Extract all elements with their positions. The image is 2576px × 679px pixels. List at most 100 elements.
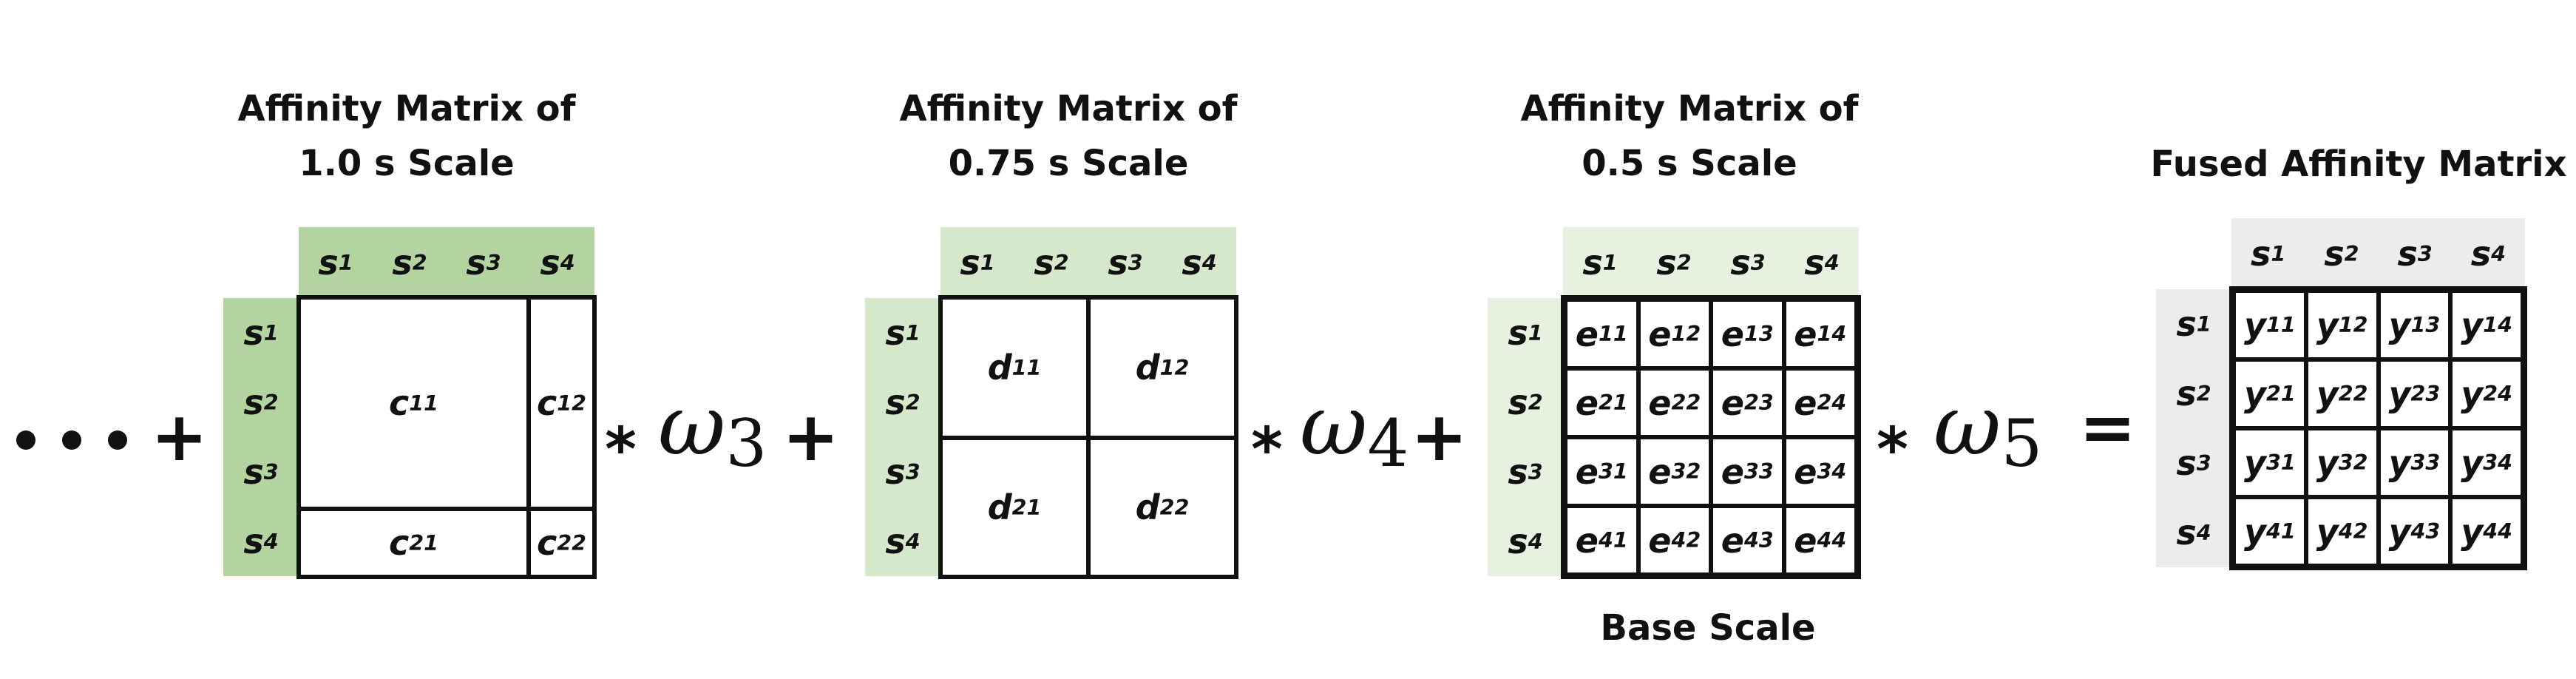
weight-omega3: ω3 [658,378,767,482]
weight-omega5: ω5 [1933,378,2043,482]
equals-operator: = [2079,388,2137,467]
matrix1-title: Affinity Matrix of 1.0 s Scale [207,81,606,191]
times-operator-1: * [605,415,637,485]
matrix1-title-line2: 1.0 s Scale [299,143,515,184]
plus-operator-2: + [1411,397,1468,476]
times-operator-2: * [1251,415,1283,485]
plus-operator-1: + [782,397,840,476]
matrix2-title: Affinity Matrix of 0.75 s Scale [869,81,1268,191]
times-operator-3: * [1877,415,1908,485]
ellipsis-symbol [16,414,127,466]
matrix2-title-line1: Affinity Matrix of [899,88,1238,129]
matrix3-caption: Base Scale [1600,607,1816,649]
matrix3-title: Affinity Matrix of 0.5 s Scale [1490,81,1889,191]
matrix3-title-line1: Affinity Matrix of [1520,88,1859,129]
matrix3-title-line2: 0.5 s Scale [1582,143,1797,184]
fused-title: Fused Affinity Matrix [2150,143,2567,185]
matrix1-title-line1: Affinity Matrix of [237,88,576,129]
plus-operator-lead: + [151,397,209,476]
matrix2-title-line2: 0.75 s Scale [948,143,1189,184]
